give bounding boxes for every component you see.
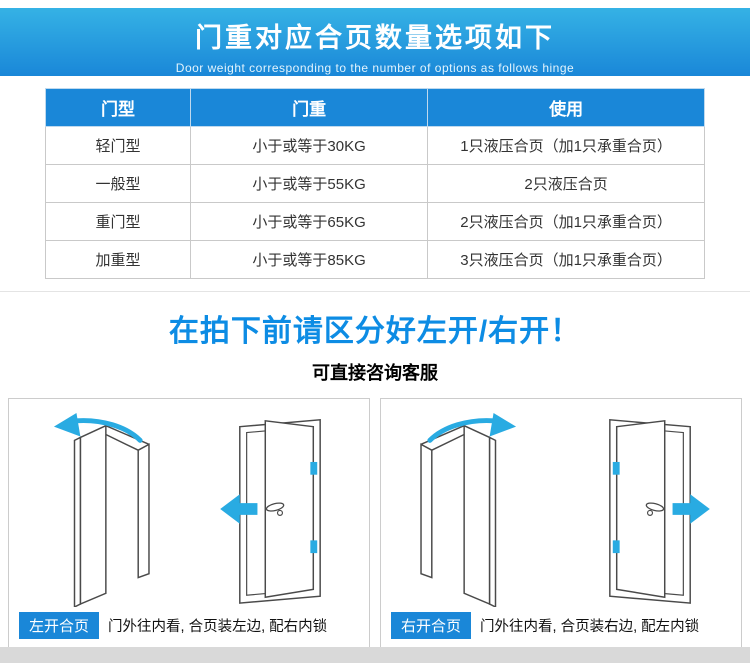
door-type-cell: 一般型 — [45, 164, 191, 203]
right-open-drawings — [381, 399, 741, 612]
mirrored-door-swing-diagram — [402, 411, 540, 612]
left-open-text: 门外往内看, 合页装左边, 配右内锁 — [108, 619, 328, 635]
header-banner: 门重对应合页数量选项如下 Door weight corresponding t… — [0, 8, 750, 76]
right-open-panel: 右开合页 门外往内看, 合页装右边, 配左内锁 — [380, 398, 742, 648]
door-weight-cell: 小于或等于30KG — [189, 126, 429, 165]
notice-subtitle: 可直接咨询客服 — [312, 363, 438, 383]
swing-arrow-icon — [73, 418, 143, 443]
col-header-door-weight: 门重 — [189, 88, 429, 127]
orientation-panels: 左开合页 门外往内看, 合页装左边, 配右内锁 — [8, 398, 742, 648]
door-front-diagram — [220, 419, 321, 604]
mirrored-door-front-diagram — [582, 411, 720, 612]
usage-cell: 1只液压合页（加1只承重合页） — [427, 126, 705, 165]
hinge-icon — [310, 540, 318, 554]
direction-arrow-icon — [672, 494, 710, 524]
hinge-icon — [310, 461, 318, 475]
col-header-usage: 使用 — [427, 88, 705, 127]
swing-arrowhead-icon — [489, 412, 517, 437]
door-weight-cell: 小于或等于55KG — [189, 164, 429, 203]
door-type-cell: 轻门型 — [45, 126, 191, 165]
table-header-row: 门型 门重 使用 — [45, 88, 705, 127]
orientation-notice: 在拍下前请区分好左开/右开！ 可直接咨询客服 — [0, 292, 750, 385]
hinge-icon — [612, 461, 620, 475]
hinge-icon — [612, 540, 620, 554]
section-divider — [0, 291, 750, 292]
left-open-caption: 左开合页 门外往内看, 合页装左边, 配右内锁 — [19, 612, 361, 639]
col-header-door-type: 门型 — [45, 88, 191, 127]
hinge-table-section: 门型 门重 使用 轻门型 小于或等于30KG 1只液压合页（加1只承重合页） 一… — [0, 76, 750, 279]
notice-title: 在拍下前请区分好左开/右开！ — [168, 315, 582, 348]
usage-cell: 3只液压合页（加1只承重合页） — [427, 240, 705, 279]
right-open-badge: 右开合页 — [391, 612, 472, 639]
door-weight-cell: 小于或等于65KG — [189, 202, 429, 241]
page-title: 门重对应合页数量选项如下 — [195, 23, 555, 53]
door-type-cell: 加重型 — [45, 240, 191, 279]
usage-cell: 2只液压合页 — [427, 164, 705, 203]
left-open-badge: 左开合页 — [19, 612, 100, 639]
hinge-count-table: 门型 门重 使用 轻门型 小于或等于30KG 1只液压合页（加1只承重合页） 一… — [45, 88, 705, 279]
usage-cell: 2只液压合页（加1只承重合页） — [427, 202, 705, 241]
right-open-caption: 右开合页 门外往内看, 合页装右边, 配左内锁 — [391, 612, 733, 639]
door-weight-cell: 小于或等于85KG — [189, 240, 429, 279]
table-row: 轻门型 小于或等于30KG 1只液压合页（加1只承重合页） — [45, 126, 705, 165]
bottom-gray-strip — [0, 647, 750, 663]
door-type-cell: 重门型 — [45, 202, 191, 241]
direction-arrow-icon — [220, 494, 258, 524]
door-swing-diagram — [53, 412, 150, 607]
table-row: 重门型 小于或等于65KG 2只液压合页（加1只承重合页） — [45, 202, 705, 241]
left-open-panel: 左开合页 门外往内看, 合页装左边, 配右内锁 — [8, 398, 370, 648]
swing-arrowhead-icon — [53, 412, 81, 437]
swing-arrow-icon — [427, 418, 497, 443]
door-front-diagram — [609, 419, 710, 604]
table-row: 加重型 小于或等于85KG 3只液压合页（加1只承重合页） — [45, 240, 705, 279]
table-row: 一般型 小于或等于55KG 2只液压合页 — [45, 164, 705, 203]
left-open-drawings — [9, 399, 369, 607]
door-handle-icon — [645, 502, 665, 512]
right-open-text: 门外往内看, 合页装右边, 配左内锁 — [480, 619, 700, 635]
door-handle-icon — [265, 502, 285, 512]
door-swing-diagram — [420, 412, 517, 609]
page-subtitle: Door weight corresponding to the number … — [175, 61, 575, 75]
